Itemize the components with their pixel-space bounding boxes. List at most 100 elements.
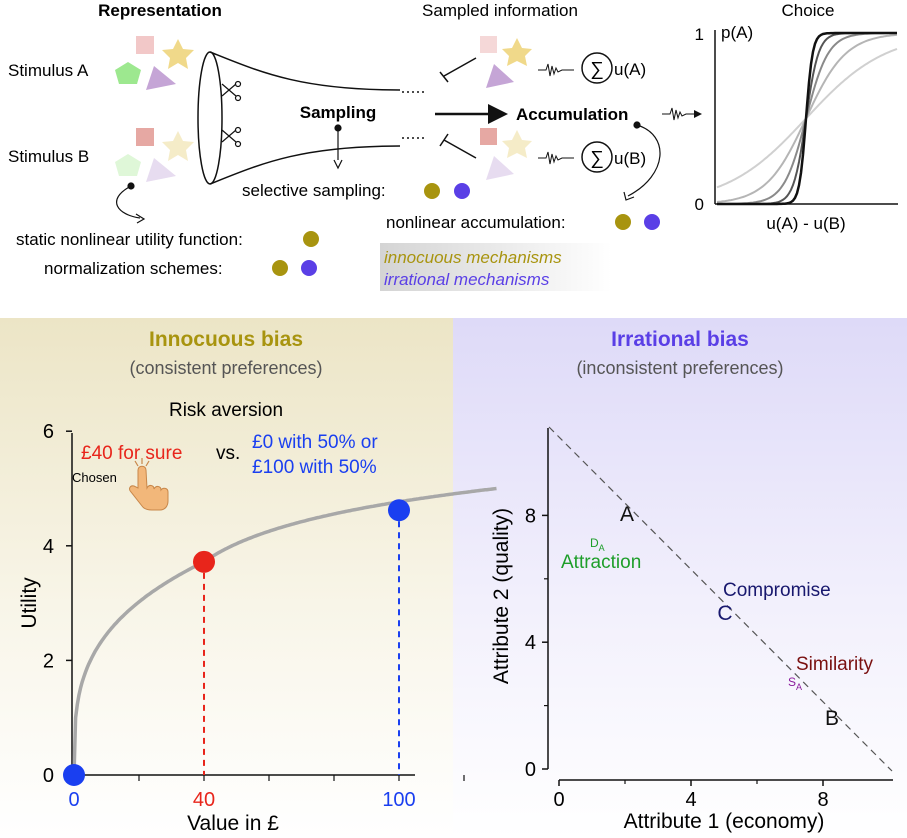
sampling-funnel	[197, 51, 426, 185]
irrational-panel: Irrational bias (inconsistent preference…	[490, 328, 893, 833]
irrational-dot	[301, 260, 317, 276]
ub-label: u(B)	[614, 149, 646, 168]
decoy-a-label: DA	[590, 536, 605, 553]
innocuous-dot	[615, 214, 631, 230]
compromise-label: Compromise	[723, 580, 831, 601]
selective-sampling-pointer	[333, 124, 343, 170]
irrational-dot	[454, 183, 470, 199]
noise-signal-a	[538, 63, 574, 77]
star-icon	[162, 39, 194, 69]
sampling-label: Sampling	[300, 103, 377, 122]
utility-ytick-label: 2	[43, 650, 54, 672]
sure-option-label: £40 for sure	[81, 443, 182, 464]
mechanism-legend	[380, 243, 612, 291]
nonlinear-accumulation-pointer	[623, 121, 661, 201]
square-icon	[136, 36, 154, 54]
irrational-mechanisms-label: irrational mechanisms	[384, 270, 550, 289]
attr-ytick-label: 4	[525, 632, 536, 654]
stimulus-b-shapes	[115, 128, 194, 182]
inhibition-line	[443, 57, 477, 77]
attr-xtick-label: 0	[553, 789, 564, 811]
sampled-info-title: Sampled information	[422, 1, 578, 20]
scissors-icon	[221, 126, 242, 148]
irrational-panel-bg	[453, 318, 907, 838]
gamble-line1: £0 with 50% or	[252, 432, 378, 453]
inhibition-line	[443, 139, 477, 159]
normalization-label: normalization schemes:	[44, 259, 223, 278]
attr-xtick-label: 8	[817, 789, 828, 811]
sum-b-icon	[581, 141, 613, 173]
pentagon-icon	[115, 62, 141, 84]
innocuous-title: Innocuous bias	[149, 328, 303, 351]
star-icon	[162, 131, 194, 161]
utility-ylabel: Utility	[18, 577, 41, 629]
utility-ytick-label: 0	[43, 765, 54, 787]
utility-ytick-label: 6	[43, 421, 54, 443]
innocuous-subtitle: (consistent preferences)	[129, 358, 322, 378]
nonlinear-accumulation-label: nonlinear accumulation:	[386, 213, 566, 232]
schematic: Representation Sampled information Choic…	[8, 1, 898, 291]
option-c-label: C	[717, 602, 732, 625]
attr-ytick-label: 0	[525, 759, 536, 781]
inhibition-bar	[439, 133, 449, 147]
star-icon	[502, 38, 532, 66]
selective-sampling-label: selective sampling:	[242, 181, 386, 200]
utility-xtick-label: 0	[68, 789, 79, 811]
choice-xlabel: u(A) - u(B)	[766, 214, 845, 233]
triangle-icon	[486, 64, 514, 88]
innocuous-dot	[303, 231, 319, 247]
choice-y0: 0	[695, 195, 704, 214]
utility-xtick-label: 100	[382, 789, 415, 811]
attr-ytick-label: 8	[525, 505, 536, 527]
innocuous-mechanisms-label: innocuous mechanisms	[384, 248, 562, 267]
inhibition-bar	[439, 71, 449, 83]
stimulus-b-label: Stimulus B	[8, 147, 89, 166]
chosen-label: Chosen	[72, 470, 117, 485]
similarity-label: Similarity	[796, 654, 874, 675]
vs-label: vs.	[216, 443, 240, 464]
sampled-b-shapes	[480, 128, 532, 180]
representation-title: Representation	[98, 1, 222, 20]
static-nonlinear-label: static nonlinear utility function:	[16, 230, 243, 249]
triangle-icon	[146, 66, 176, 90]
utility-ytick-label: 4	[43, 536, 54, 558]
irrational-title: Irrational bias	[611, 328, 749, 351]
ua-label: u(A)	[614, 60, 646, 79]
innocuous-panel: Innocuous bias (consistent preferences) …	[18, 328, 497, 835]
utility-point-2	[388, 499, 410, 522]
irrational-dot	[644, 214, 660, 230]
indifference-line	[548, 426, 893, 772]
stimulus-a-label: Stimulus A	[8, 61, 89, 80]
sum-b-symbol: ∑	[590, 148, 604, 169]
choice-ylabel: p(A)	[721, 23, 753, 42]
attr-xtick-label: 4	[685, 789, 696, 811]
similar-a-label: SA	[788, 675, 802, 692]
attribute1-xlabel: Attribute 1 (economy)	[624, 810, 825, 833]
stimulus-a-shapes	[115, 36, 194, 90]
option-a-label: A	[620, 503, 634, 526]
utility-chart: 0 2 4 6 0 40 100	[43, 421, 497, 811]
utility-curve	[72, 486, 497, 776]
attraction-label: Attraction	[561, 552, 641, 573]
star-icon	[502, 130, 532, 158]
sampled-a-shapes	[480, 36, 532, 88]
representation-pointer	[116, 182, 146, 224]
accumulation-label: Accumulation	[516, 105, 628, 124]
utility-point-1	[193, 550, 215, 573]
sum-a-icon	[581, 52, 613, 84]
option-b-label: B	[825, 707, 839, 730]
pentagon-icon	[115, 154, 141, 176]
scissors-icon	[221, 80, 242, 102]
utility-xtick-label: 40	[193, 789, 215, 811]
sum-a-symbol: ∑	[590, 59, 604, 80]
pointing-hand-icon	[129, 458, 169, 511]
square-icon	[480, 36, 497, 53]
risk-aversion-label: Risk aversion	[169, 400, 283, 421]
irrational-subtitle: (inconsistent preferences)	[576, 358, 783, 378]
choice-curve-5	[717, 31, 897, 206]
gamble-line2: £100 with 50%	[252, 457, 377, 478]
value-xlabel: Value in £	[187, 812, 279, 835]
attribute-chart: 0 4 8 0 4 8 A C B	[525, 426, 893, 811]
attribute2-ylabel: Attribute 2 (quality)	[490, 508, 513, 684]
